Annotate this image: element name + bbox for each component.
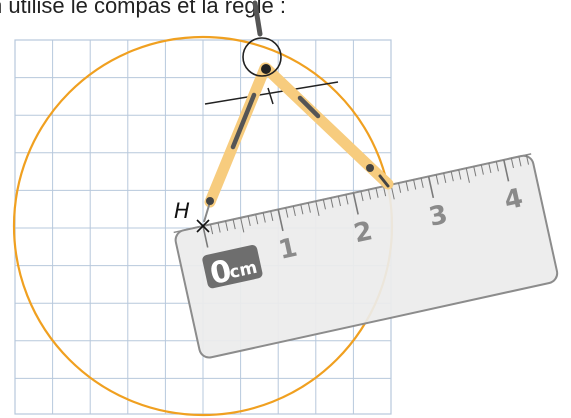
ruler-tick (225, 220, 229, 231)
zero-badge-bg (202, 244, 263, 289)
ruler-tick (435, 174, 439, 185)
ruler-tick (510, 158, 514, 169)
compass-right-leg (260, 62, 394, 190)
ruler-tick (292, 206, 296, 217)
ruler-tick (285, 207, 289, 218)
ruler-tick (495, 161, 499, 172)
ruler-tick (277, 209, 284, 232)
ruler-tick (202, 225, 209, 248)
ruler-tick (503, 159, 510, 182)
point-label: H (174, 199, 190, 223)
ruler-tick (240, 217, 245, 233)
ruler-tick (525, 154, 530, 165)
ruler-tick (270, 211, 274, 221)
ruler-tick (315, 201, 320, 216)
ruler-tick (367, 189, 372, 200)
ruler-tick (465, 168, 470, 183)
ruler-tick (488, 163, 492, 174)
ruler-tick (217, 222, 221, 233)
ruler-tick (443, 172, 447, 183)
ruler-tick (480, 164, 484, 175)
ruler-tick (210, 224, 214, 235)
ruler-tick (300, 204, 304, 215)
cross-mark-icon (196, 219, 210, 233)
instruction-caption: n utilise le compas et la règle : (0, 0, 286, 18)
compass-handle (252, 0, 263, 37)
ruler-tick (420, 177, 424, 188)
compass-left-pivot (206, 197, 214, 205)
ruler-tick (262, 212, 266, 223)
ruler-tick (345, 194, 349, 205)
ruler-ticks (202, 154, 530, 248)
ruler-tick (322, 199, 326, 210)
ruler-tick (458, 169, 462, 180)
ruler-tick (307, 202, 311, 213)
ruler-tick (450, 171, 454, 182)
ruler-tick (337, 196, 342, 207)
ruler-zero-badge: 0 cm (202, 244, 263, 292)
ruler-tick (427, 176, 435, 199)
ruler-tick (398, 182, 402, 193)
compass-icon (203, 0, 394, 223)
ruler-tick (518, 156, 522, 167)
ruler-tick (375, 187, 379, 198)
ruler-tick (247, 215, 251, 226)
ruler-tick (473, 166, 477, 177)
compass-hinge (261, 64, 271, 74)
compass-pencil-tip (378, 174, 390, 188)
ruler-tick (352, 192, 359, 215)
ruler-tick (330, 197, 334, 208)
compass-arc-mark (204, 81, 339, 105)
ruler-icon: 1 2 3 4 0 cm (173, 153, 559, 359)
compass-head-ring (242, 37, 282, 77)
ruler-tick (360, 191, 364, 202)
compass-right-pivot (366, 164, 374, 172)
ruler-tick (383, 186, 387, 197)
compass-needle (203, 201, 211, 223)
ruler-tick (232, 219, 236, 230)
ruler-tick (413, 179, 417, 190)
ruler-tick (405, 181, 409, 192)
ruler-tick (255, 214, 259, 225)
